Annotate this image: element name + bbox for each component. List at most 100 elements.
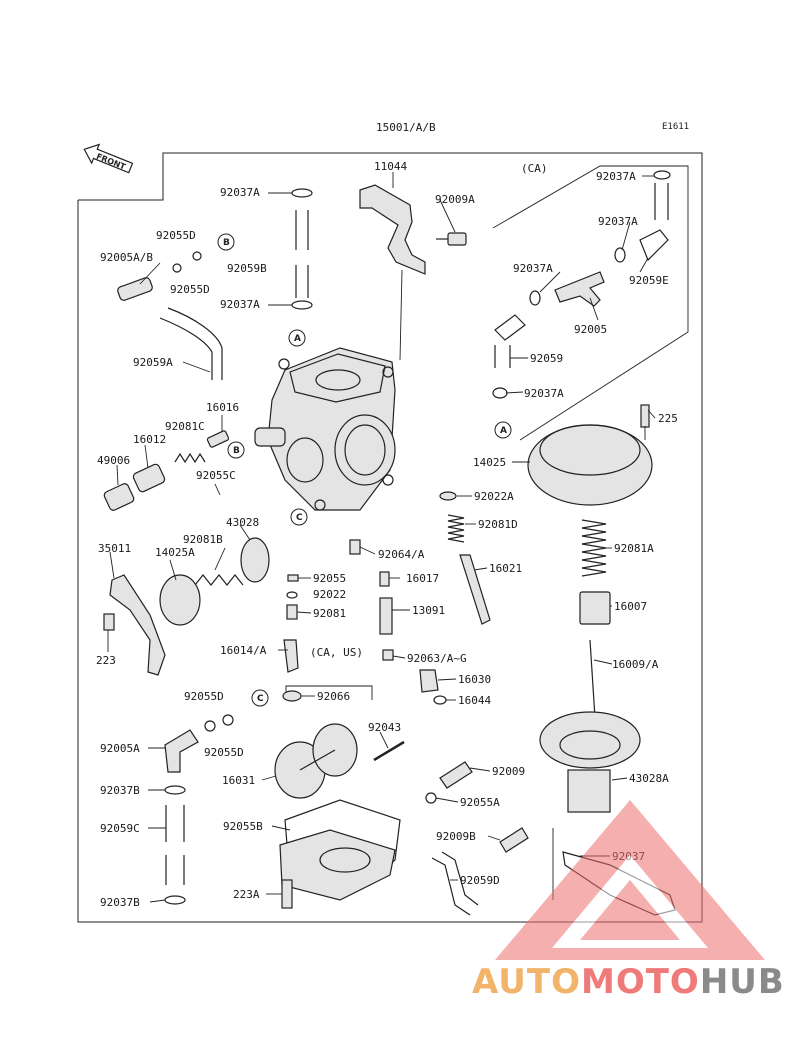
label-92063ag: 92063/A~G [407,652,467,665]
float-16031 [274,723,358,799]
label-92059a: 92059A [133,356,173,369]
lever-35011 [109,574,166,676]
label-92005a: 92005A [100,742,140,755]
label-14025: 14025 [473,456,506,469]
label-92064a: 92064/A [378,548,425,561]
jet-needle-16009a [589,639,596,719]
label-35011: 35011 [98,542,131,555]
label-16031: 16031 [222,774,255,787]
label-92059c: 92059C [100,822,140,835]
spring-92081a [581,519,607,577]
diaphragm-43028 [240,537,270,583]
label-92059d: 92059D [460,874,500,887]
diagram-frame [77,152,703,923]
spring-92081b [194,574,244,586]
label-13091: 13091 [412,604,445,617]
label-92037a-5: 92037A [513,262,553,275]
callout-b-top: B [217,233,235,251]
ca-hose-set [492,170,671,399]
label-92081: 92081 [313,607,346,620]
part-labels: 11044 92037A 92009A 92037A 92055D 92005A… [96,160,678,909]
o-ring-92055a [425,792,437,804]
holder-16007 [579,591,611,625]
callout-a-ca: A [494,421,512,439]
svg-text:C: C [257,694,264,704]
label-92081a: 92081A [614,542,654,555]
callout-a-top: A [288,329,306,347]
ca-us-note: (CA, US) [310,646,363,659]
jet-parts-center [283,539,447,705]
carburetor-body [254,347,396,511]
hose-92059d [431,851,479,916]
label-16007: 16007 [614,600,647,613]
label-92037a-6: 92037A [524,387,564,400]
label-92055c: 92055C [196,469,236,482]
label-92022: 92022 [313,588,346,601]
hose-92059a [159,307,223,380]
label-92043: 92043 [368,721,401,734]
leader-lines [107,172,656,903]
svg-text:B: B [233,446,240,456]
label-16021: 16021 [489,562,522,575]
label-225: 225 [658,412,678,425]
screw-223a [281,879,293,909]
label-92055b: 92055B [223,820,263,833]
label-92009: 92009 [492,765,525,778]
watermark-text: AUTOMOTOHUB [472,962,785,1002]
label-92081c: 92081C [165,420,205,433]
label-92037a-3: 92037A [220,298,260,311]
needle-16021 [459,554,491,625]
label-92066: 92066 [317,690,350,703]
label-92005ab: 92005A/B [100,251,153,264]
o-ring-92055d-lower [204,720,216,732]
svg-text:C: C [296,513,303,523]
callout-c-body: C [290,508,308,526]
svg-text:A: A [294,334,301,344]
front-arrow-icon: FRONT [83,143,134,174]
screw-223 [103,613,115,631]
washer-92022a [439,491,457,501]
label-92005: 92005 [574,323,607,336]
label-92055d-3: 92055D [184,690,224,703]
label-92055d-2: 92055D [170,283,210,296]
vacuum-piston-43028a [539,711,641,813]
figure-code: E1611 [662,122,689,132]
label-92037b-2: 92037B [100,896,140,909]
label-92055d-1: 92055D [156,229,196,242]
label-92037a-4: 92037A [598,215,638,228]
label-92055a: 92055A [460,796,500,809]
label-92037a-1: 92037A [220,186,260,199]
spring-92081c [174,452,206,464]
callout-c-lower: C [251,689,269,707]
label-223: 223 [96,654,116,667]
label-92059b: 92059B [227,262,267,275]
hose-92059c [164,785,186,905]
top-cover-14025 [527,404,653,506]
label-92059: 92059 [530,352,563,365]
adjuster-16012 [103,430,230,511]
label-16016: 16016 [206,401,239,414]
label-16009a: 16009/A [612,658,659,671]
label-92055: 92055 [313,572,346,585]
throttle-cable-bracket [359,184,426,275]
label-16017: 16017 [406,572,439,585]
svg-text:B: B [223,238,230,248]
fitting-92005ab [117,251,202,301]
label-11044: 11044 [374,160,407,173]
label-92059e: 92059E [629,274,669,287]
label-14025a: 14025A [155,546,195,559]
screw-92009a [436,232,467,246]
label-43028a: 43028A [629,772,669,785]
label-223a: 223A [233,888,260,901]
callout-b-body: B [227,441,245,459]
label-16012: 16012 [133,433,166,446]
o-ring-92055d-lower-2 [222,714,234,726]
label-92037a-2: 92037A [596,170,636,183]
spring-92081d [447,514,465,543]
screw-92009b [499,827,529,853]
drain-screw-92009 [439,761,473,789]
float-pin-92043 [373,740,405,762]
label-16014a: 16014/A [220,644,267,657]
label-92009a: 92009A [435,193,475,206]
